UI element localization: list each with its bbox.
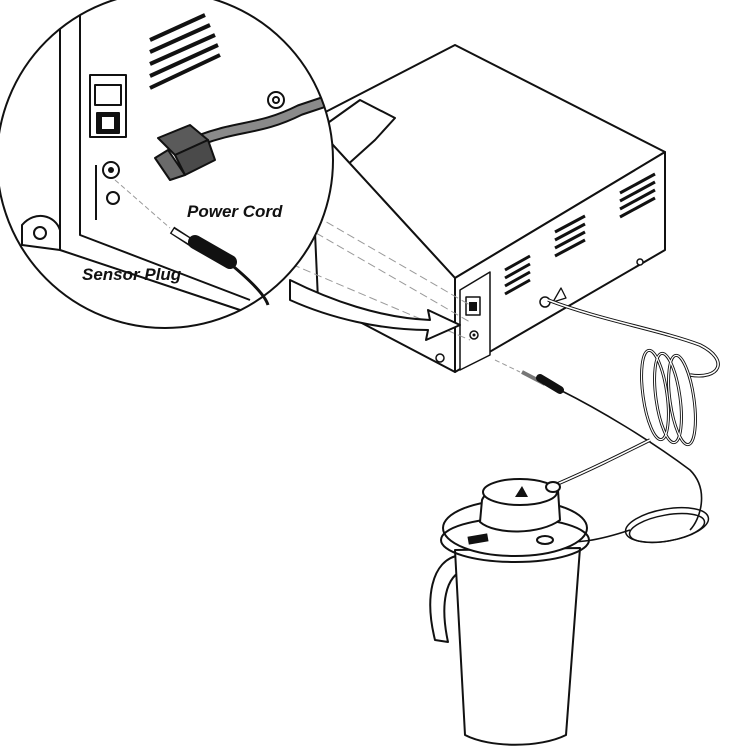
console-unit [309, 44, 666, 373]
console-foot [435, 353, 445, 363]
power-cord-plug [154, 124, 216, 181]
power-switch-rocker[interactable] [469, 302, 477, 311]
warning-triangle-icon [552, 287, 567, 303]
canister-body [454, 547, 581, 746]
lid-label-plate [467, 533, 489, 545]
sensor-plug-installed [494, 359, 703, 531]
vent-slots-icon [504, 172, 656, 296]
sensor-plug-cable [227, 260, 270, 306]
sensor-plug-label: Sensor Plug [82, 265, 182, 284]
detail-magnifier [0, 0, 334, 329]
detail-circle-border [0, 0, 334, 329]
lid-port[interactable] [545, 481, 561, 493]
sensor-plug-detail [114, 179, 270, 306]
tubing-coil [640, 348, 697, 447]
console-back-panel [459, 271, 491, 371]
lid-side-port[interactable] [536, 535, 554, 545]
sensor-cable [559, 389, 703, 531]
console-screw [636, 258, 644, 266]
callout-arrow [289, 279, 461, 341]
power-cord-label: Power Cord [187, 202, 283, 221]
collection-canister [429, 478, 590, 746]
canister-handle [429, 554, 466, 643]
lid-warning-icon [515, 486, 528, 497]
console-tray-outline [324, 99, 396, 186]
tubing-cable [547, 298, 720, 378]
sensor-port-inner [472, 333, 476, 337]
